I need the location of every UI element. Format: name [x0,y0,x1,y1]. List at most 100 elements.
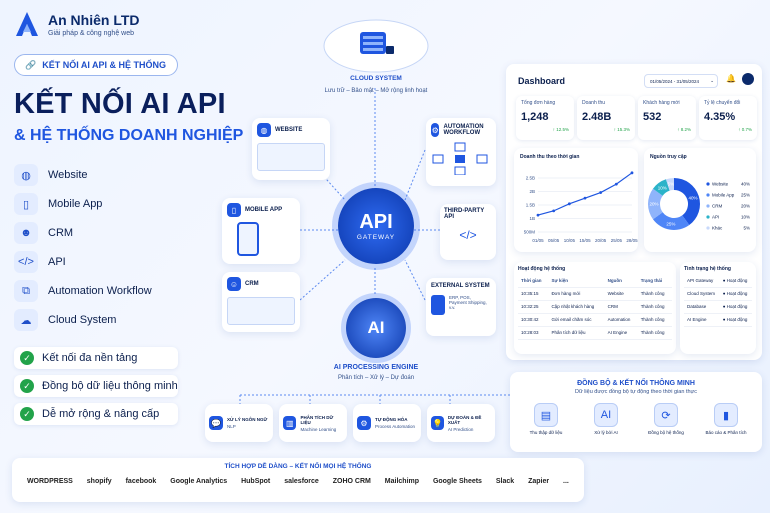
module-subtitle: NLP [227,424,236,429]
table-cell: Cập nhật khách hàng [548,300,605,314]
benefit-label: Dễ mở rộng & nâng cấp [42,408,160,420]
table-cell: Phân tích dữ liệu [548,326,605,340]
column-header: Nguồn [604,274,638,288]
cloud-subtitle: Lưu trữ – Bảo mật – Mở rộng linh hoạt [324,88,428,94]
flow-icon: ⧉ [14,280,38,302]
slice-value-label: 10% [658,185,667,190]
table-cell: Gửi email chăm sóc [548,313,605,327]
mobile-app-node: ▯MOBILE APP [222,198,300,264]
data-point [536,213,540,217]
avatar[interactable] [742,73,754,85]
chevron-down-icon: ⌄ [710,78,714,83]
legend-label: Mobile App [712,193,735,198]
traffic-chart-title: Nguồn truy cập [650,154,687,160]
module-subtitle: Machine Learning [300,426,337,432]
sync-step-label: Xử lý bởi AI [594,430,618,435]
sync-subtitle: Dữ liệu được đồng bộ tự động theo thời g… [575,389,697,395]
legend-swatch [706,182,710,186]
check-icon: ✓ [20,351,34,365]
y-tick-label: 2.5B [526,176,535,181]
y-tick-label: 1B [529,216,535,221]
sync-step-label: Báo cáo & Phân tích [705,430,747,435]
feature-item: </>API [14,251,66,273]
sync-title: ĐỒNG BỘ & KẾT NỐI THÔNG MINH [577,380,695,387]
kpi-delta: ↑ 8.2% [677,127,691,132]
legend-value: 5% [743,226,750,231]
table-cell: 10:28:03 [518,326,549,340]
status-card: Tình trạng hệ thống API Gateway● Hoạt độ… [680,262,756,354]
donut-slice [674,178,700,226]
table-cell: ● Hoạt động [719,313,752,327]
partner-logo: ZOHO CRM [332,478,371,485]
table-cell: 10:30:42 [518,313,549,327]
table-cell: ● Hoạt động [719,300,752,314]
gear-icon: ⚙ [431,123,440,137]
table-cell: 10:32:25 [518,300,549,314]
benefit-item: ✓ Dễ mở rộng & nâng cấp [14,403,178,425]
chart-icon: ▥ [283,416,297,430]
sync-step: AI Xử lý bởi AI [581,403,631,435]
table-cell: Thành công [637,326,672,340]
feature-item: ▯Mobile App [14,193,102,215]
website-preview [257,143,325,171]
crm-node: ☺CRM [222,272,300,332]
line-external [404,259,426,301]
ai-engine-hub: AI [346,298,406,358]
x-tick-label: 01/05 [532,238,544,243]
legend-label: Khác [712,226,723,231]
legend-swatch [706,204,710,208]
database-icon: ▤ [534,403,558,427]
feature-label: CRM [48,227,74,239]
activity-title: Hoạt động hệ thống [518,266,566,272]
column-header: Thời gian [518,274,549,288]
table-cell: Thành công [637,287,672,301]
cloud-icon [323,19,429,73]
slice-value-label: 5% [668,182,675,187]
column-header: Sự kiện [548,274,605,288]
ai-chip-icon: AI [594,403,618,427]
lightbulb-icon: 💡 [431,416,444,430]
workflow-icon: ⚙ [357,416,371,430]
donut-slice [648,188,663,220]
flow-diagram-icon [432,142,488,176]
external-system-node: EXTERNAL SYSTEM ERP, POS, Payment Shippi… [426,278,496,336]
feature-label: API [48,256,66,268]
slice-value-label: 20% [649,202,658,207]
third-party-api-node: THIRD-PARTY API </> [440,204,496,260]
date-range-select[interactable]: 01/05/2024 - 31/05/2024⌄ [644,74,718,88]
website-node: ◍WEBSITE [252,118,330,180]
kpi-value: 532 [643,111,662,123]
donut-slice [652,179,670,196]
integration-bar: TÍCH HỢP DỄ DÀNG – KẾT NỐI MỌI HỆ THỐNG … [12,458,584,502]
module-title: DỰ ĐOÁN & ĐỀ XUẤT [447,414,482,425]
data-point [614,182,618,186]
legend-swatch [706,193,710,197]
logo-icon [16,12,38,36]
table-cell: Database [684,300,720,314]
benefit-item: ✓Kết nối đa nền tảng [14,347,178,369]
table-row: Cloud System● Hoạt động [684,287,752,301]
partner-logo: HubSpot [241,478,271,485]
partner-logo: Mailchimp [384,478,420,485]
bell-icon[interactable]: 🔔 [726,74,736,83]
x-tick-label: 28/05 [626,238,638,243]
partner-logo: ... [563,478,569,485]
database-icon [431,295,445,315]
table-cell: ● Hoạt động [719,274,752,288]
data-point [630,171,634,175]
status-title: Tình trạng hệ thống [684,266,731,272]
legend-label: CRM [712,204,722,209]
check-icon: ✓ [20,407,34,421]
